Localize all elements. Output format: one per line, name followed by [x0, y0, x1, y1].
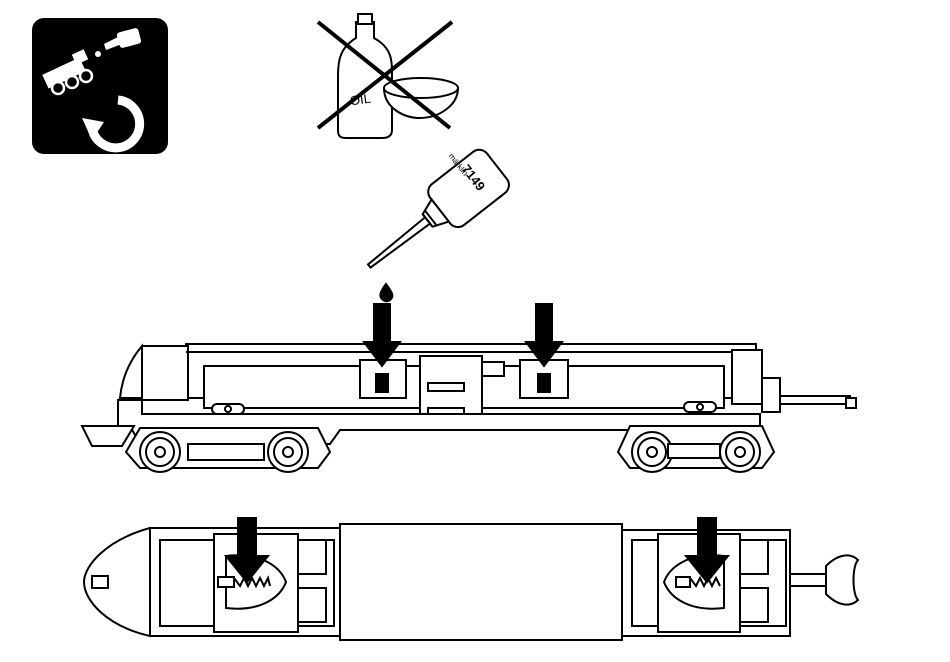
locomotive-side-view-icon	[82, 304, 856, 472]
oil-dispenser-bottle-icon: märklin 7149	[346, 136, 513, 301]
no-oil-crossed-out-icon: OIL	[318, 14, 458, 138]
maintenance-lubrication-cycle-icon	[32, 18, 168, 154]
locomotive-underside-view-icon	[84, 518, 858, 640]
